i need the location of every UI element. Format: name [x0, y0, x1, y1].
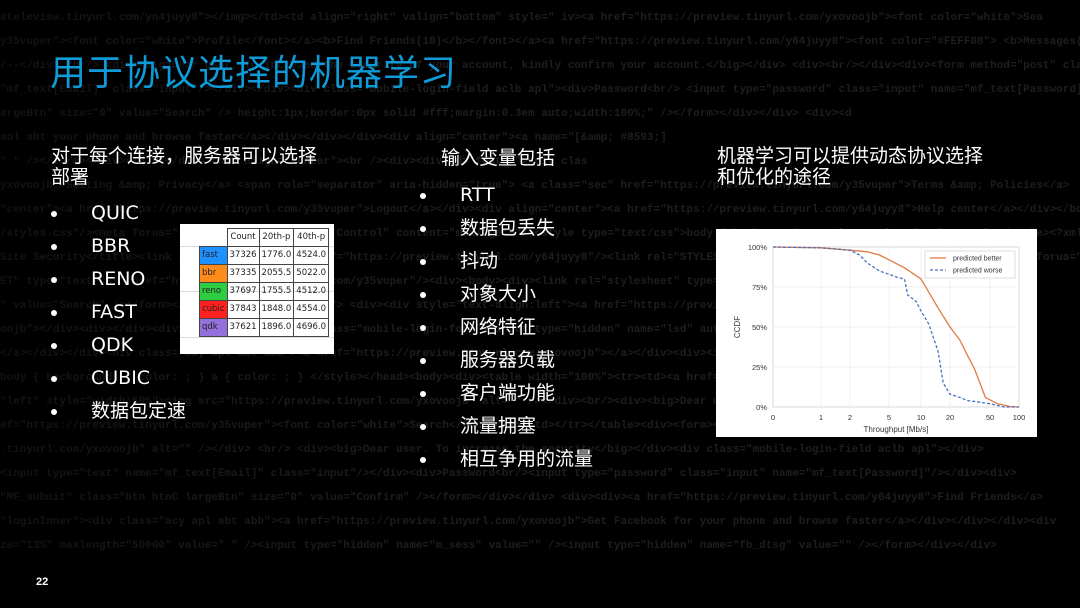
- x-tick-label: 20: [946, 413, 954, 422]
- bullet-icon: [51, 211, 57, 217]
- cell-p40: 4524.0: [293, 246, 330, 265]
- cell-p40: 4512.0: [293, 282, 330, 301]
- list-item: 服务器负载: [420, 344, 660, 377]
- x-tick-label: 50: [986, 413, 994, 422]
- cell-count: 37335: [226, 264, 260, 283]
- row-label: reno: [199, 282, 228, 301]
- bullet-icon: [420, 457, 426, 463]
- cell-count: 37326: [226, 246, 260, 265]
- list-item: 抖动: [420, 245, 660, 278]
- cell-p20: 1896.0: [258, 318, 295, 337]
- bullet-icon: [420, 193, 426, 199]
- list-item: QDK: [51, 329, 371, 362]
- cell-p40: 4554.0: [293, 300, 330, 319]
- left-column-heading: 对于每个连接，服务器可以选择 部署: [51, 145, 318, 188]
- cell-count: 37621: [226, 318, 260, 337]
- slide-title: 用于协议选择的机器学习: [50, 53, 458, 94]
- input-variables-column: 输入变量包括 RTT 数据包丢失 抖动 对象大小 网络特征 服务器负载 客户端功…: [420, 148, 660, 476]
- bullet-icon: [420, 424, 426, 430]
- bullet-icon: [420, 325, 426, 331]
- x-tick-label: 10: [917, 413, 925, 422]
- list-item: QUIC: [51, 197, 371, 230]
- protocol-list: QUIC BBR RENO FAST QDK CUBIC 数据包定速: [51, 197, 371, 428]
- x-tick-label: 5: [887, 413, 891, 422]
- bullet-icon: [51, 277, 57, 283]
- x-tick-label: 100: [1013, 413, 1026, 422]
- list-item: RTT: [420, 179, 660, 212]
- bullet-icon: [51, 409, 57, 415]
- table-header-row: Count 20th-p 40th-p: [200, 228, 330, 247]
- x-tick-label: 1: [819, 413, 823, 422]
- cell-count: 37843: [226, 300, 260, 319]
- table-row: reno 37697 1755.5 4512.0: [199, 282, 330, 301]
- cell-p40: 5022.0: [293, 264, 330, 283]
- bullet-icon: [420, 358, 426, 364]
- legend-label: predicted worse: [953, 268, 1003, 275]
- bullet-icon: [420, 259, 426, 265]
- middle-column-heading: 输入变量包括: [441, 147, 556, 169]
- input-variable-list: RTT 数据包丢失 抖动 对象大小 网络特征 服务器负载 客户端功能 流量拥塞 …: [420, 179, 660, 476]
- bullet-icon: [420, 391, 426, 397]
- y-tick-label: 25%: [752, 363, 767, 372]
- table-row: qdk 37621 1896.0 4696.0: [199, 318, 330, 337]
- list-item: RENO: [51, 263, 371, 296]
- cell-p20: 2055.5: [258, 264, 295, 283]
- list-item: 流量拥塞: [420, 410, 660, 443]
- protocol-stats-table-image: Count 20th-p 40th-p fast 37326 1776.0 45…: [180, 224, 334, 354]
- column-header: 40th-p: [293, 228, 330, 247]
- list-item: 数据包丢失: [420, 212, 660, 245]
- x-axis-label: Throughput [Mb/s]: [864, 425, 929, 434]
- deployable-protocols-column: 对于每个连接，服务器可以选择 部署 QUIC BBR RENO FAST QDK…: [51, 146, 371, 428]
- bullet-icon: [420, 292, 426, 298]
- y-tick-label: 100%: [748, 243, 768, 252]
- x-tick-label: 0: [771, 413, 775, 422]
- y-tick-label: 0%: [756, 403, 767, 412]
- cell-p20: 1755.5: [258, 282, 295, 301]
- list-item: 数据包定速: [51, 395, 371, 428]
- table-row: bbr 37335 2055.5 5022.0: [199, 264, 330, 283]
- row-label: qdk: [199, 318, 228, 337]
- cell-count: 37697: [226, 282, 260, 301]
- bullet-icon: [51, 244, 57, 250]
- legend-label: predicted better: [953, 256, 1002, 263]
- y-tick-label: 50%: [752, 323, 767, 332]
- bullet-icon: [420, 226, 426, 232]
- list-item: CUBIC: [51, 362, 371, 395]
- protocol-stats-table: Count 20th-p 40th-p fast 37326 1776.0 45…: [199, 228, 330, 337]
- legend: [924, 250, 1016, 279]
- cell-p20: 1848.0: [258, 300, 295, 319]
- table-row: cubic 37843 1848.0 4554.0: [199, 300, 330, 319]
- list-item: 对象大小: [420, 278, 660, 311]
- bullet-icon: [51, 310, 57, 316]
- right-column-heading: 机器学习可以提供动态协议选择 和优化的途径: [717, 145, 984, 188]
- row-label: fast: [199, 246, 228, 265]
- ml-benefit-column: 机器学习可以提供动态协议选择 和优化的途径: [717, 146, 1037, 188]
- page-number: 22: [36, 576, 49, 588]
- column-header: 20th-p: [258, 228, 295, 247]
- list-item: 相互争用的流量: [420, 443, 660, 476]
- bullet-icon: [51, 343, 57, 349]
- row-label: cubic: [199, 300, 228, 319]
- series-line: [772, 246, 1019, 408]
- list-item: 网络特征: [420, 311, 660, 344]
- cell-p40: 4696.0: [293, 318, 330, 337]
- list-item: FAST: [51, 296, 371, 329]
- row-label: bbr: [199, 264, 228, 283]
- gridline: [180, 337, 334, 338]
- bullet-icon: [51, 376, 57, 382]
- table-row: fast 37326 1776.0 4524.0: [199, 246, 330, 265]
- cell-p20: 1776.0: [258, 246, 295, 265]
- series-line: [772, 246, 1020, 408]
- list-item: 客户端功能: [420, 377, 660, 410]
- list-item: BBR: [51, 230, 371, 263]
- column-header: Count: [226, 228, 260, 247]
- y-tick-label: 75%: [752, 283, 767, 292]
- x-tick-label: 2: [848, 413, 852, 422]
- y-axis-label: CCDF: [733, 316, 742, 338]
